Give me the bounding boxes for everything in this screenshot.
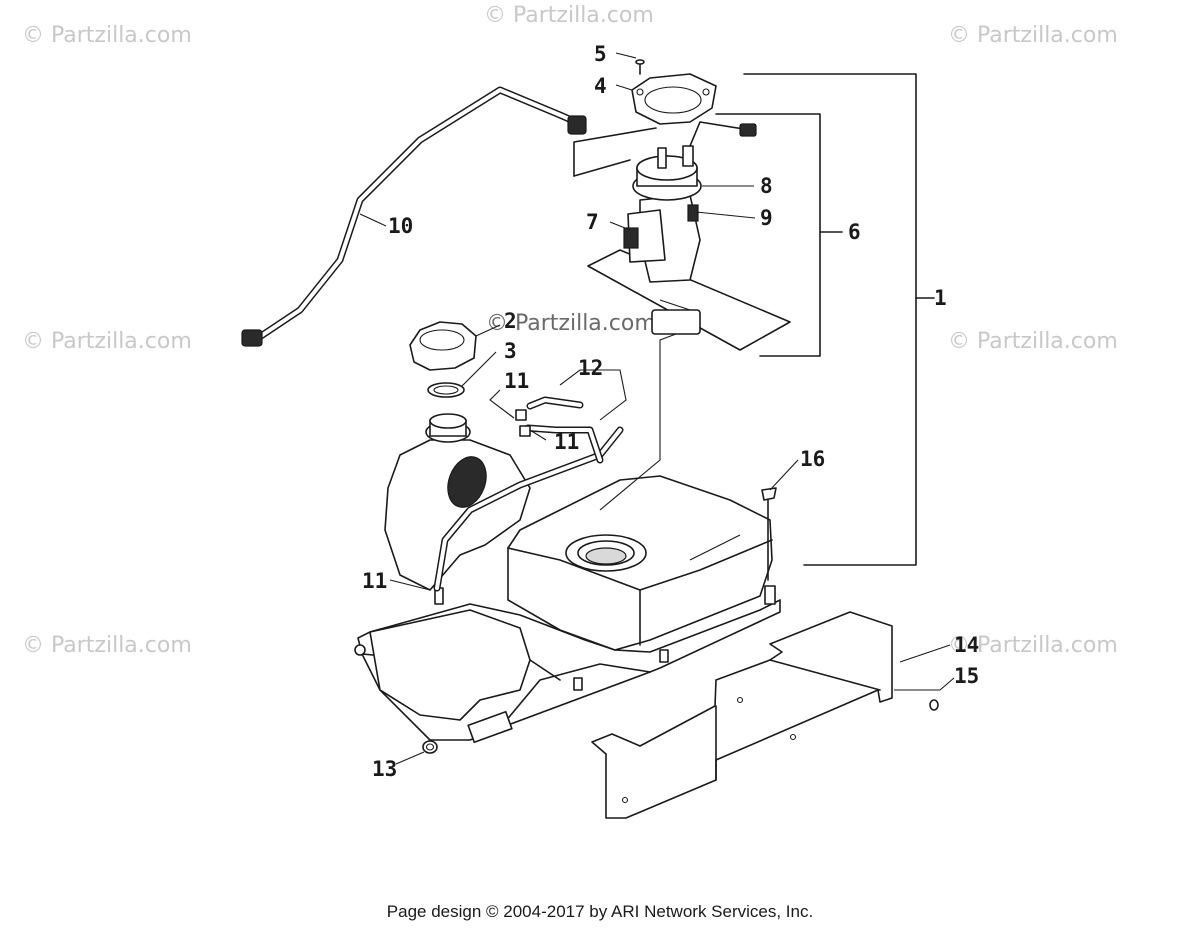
- callout-2: 2: [504, 309, 517, 333]
- callout-10: 10: [388, 214, 413, 238]
- heat-shield: [591, 611, 893, 819]
- fuel-pump-assembly: [587, 121, 791, 511]
- callout-16: 16: [800, 447, 825, 471]
- watermarks: © Partzilla.com © Partzilla.com © Partzi…: [22, 3, 1118, 658]
- watermark-bottom-right: © Partzilla.com: [948, 633, 1118, 658]
- watermark-center: © Partzilla.com: [486, 311, 656, 336]
- watermark-bottom-left: © Partzilla.com: [22, 633, 192, 658]
- callout-15: 15: [954, 664, 979, 688]
- vent-hose-routing: [433, 396, 624, 592]
- bracket-lines: [573, 73, 935, 566]
- callout-11-lower: 11: [362, 569, 387, 593]
- callout-13: 13: [372, 757, 397, 781]
- callout-1: 1: [934, 286, 947, 310]
- callout-12: 12: [578, 356, 603, 380]
- small-fasteners: [422, 487, 939, 754]
- watermark-mid-left: © Partzilla.com: [22, 329, 192, 354]
- callout-11-top: 11: [504, 369, 529, 393]
- callout-3: 3: [504, 339, 517, 363]
- leader-lines: [359, 52, 955, 765]
- callout-11-middle: 11: [554, 430, 579, 454]
- callout-7: 7: [586, 210, 599, 234]
- callout-14: 14: [954, 633, 979, 657]
- callout-8: 8: [760, 174, 773, 198]
- callout-6: 6: [848, 220, 861, 244]
- watermark-top-left: © Partzilla.com: [22, 23, 192, 48]
- watermark-mid-right: © Partzilla.com: [948, 329, 1118, 354]
- copyright-footer: Page design © 2004-2017 by ARI Network S…: [386, 902, 814, 921]
- callout-4: 4: [594, 74, 607, 98]
- vent-hose: [241, 86, 587, 347]
- watermark-top-right: © Partzilla.com: [948, 23, 1118, 48]
- callout-5: 5: [594, 42, 607, 66]
- mounting-gasket: [631, 59, 717, 125]
- callout-labels: 1 2 3 4 5 6 7 8 9 10 11 11 11 12 13 14 1…: [362, 42, 979, 781]
- watermark-top-center: © Partzilla.com: [484, 3, 654, 28]
- gas-cap-assembly: [409, 321, 477, 398]
- fuel-tank: [354, 413, 781, 744]
- callout-9: 9: [760, 206, 773, 230]
